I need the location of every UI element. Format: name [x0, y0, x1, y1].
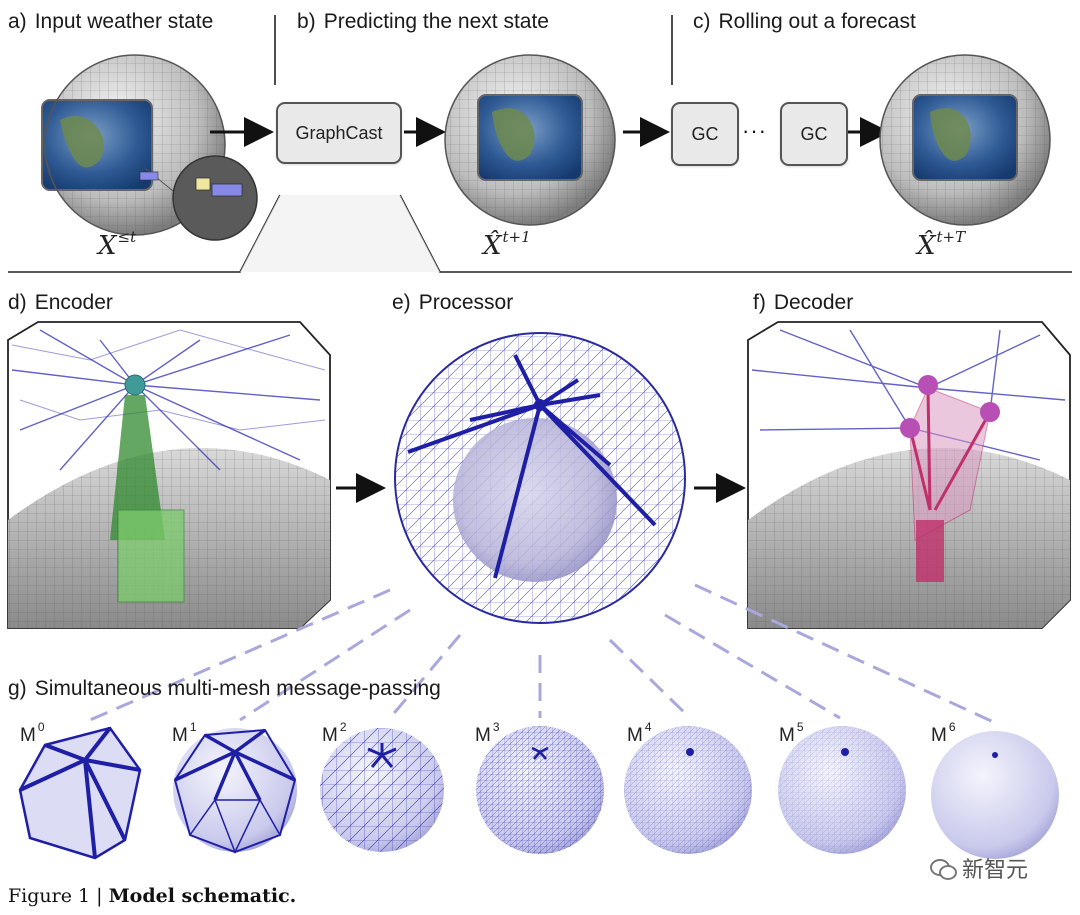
panel-g-title: g) Simultaneous multi-mesh message-passin…	[8, 677, 441, 701]
mesh-m3	[476, 726, 604, 854]
mesh-m1	[173, 728, 297, 854]
mesh-label-m4-base: M	[627, 725, 643, 746]
encoder-illustration	[7, 321, 331, 629]
mesh-m6	[931, 731, 1059, 859]
globe-forecast	[879, 54, 1051, 226]
mesh-label-m5-sup: 5	[796, 720, 804, 734]
next-state-label: X̂t+1	[483, 228, 531, 261]
panel-c-title: c) Rolling out a forecast	[693, 10, 916, 34]
caption-title: Model schematic.	[108, 885, 297, 907]
mesh-m5	[778, 726, 906, 854]
mesh-label-m0-base: M	[20, 725, 36, 746]
mesh-label-m2-sup: 2	[339, 720, 347, 734]
mesh-m4	[624, 726, 752, 854]
panel-f-title: f) Decoder	[753, 291, 853, 315]
watermark: 新智元	[930, 852, 1028, 884]
caption-prefix: Figure 1 |	[8, 885, 109, 907]
mesh-label-m0-sup: 0	[37, 720, 45, 734]
processor-illustration	[394, 332, 686, 624]
zoom-funnel	[240, 195, 440, 272]
mesh-label-m5-base: M	[779, 725, 795, 746]
panel-d-text: Encoder	[34, 291, 113, 314]
next-state-base: X̂	[483, 231, 502, 261]
mesh-m0	[18, 726, 142, 860]
panel-b-letter: b)	[297, 10, 316, 33]
panel-a-letter: a)	[8, 10, 27, 33]
next-state-sup: t+1	[502, 228, 531, 246]
gc-box-second: GC	[780, 102, 848, 166]
grid-inset	[139, 155, 258, 241]
panel-e-letter: e)	[392, 291, 411, 314]
mesh-label-m6-base: M	[931, 725, 947, 746]
mesh-label-m2-base: M	[322, 725, 338, 746]
globe-next-state	[444, 54, 616, 226]
mesh-label-m1-base: M	[172, 725, 188, 746]
input-state-sup: ≤t	[117, 228, 137, 246]
panel-f-letter: f)	[753, 291, 766, 314]
panel-d-letter: d)	[8, 291, 27, 314]
panel-d-title: d) Encoder	[8, 291, 113, 315]
mesh-connectors	[89, 583, 1001, 727]
panel-g-text: Simultaneous multi-mesh message-passing	[34, 677, 441, 700]
panel-a-text: Input weather state	[34, 10, 214, 33]
mesh-label-m4-sup: 4	[644, 720, 652, 734]
mesh-label-m1-sup: 1	[189, 720, 197, 734]
panel-b-title: b) Predicting the next state	[297, 10, 549, 34]
gc-box-first: GC	[671, 102, 739, 166]
mesh-label-m3-base: M	[475, 725, 491, 746]
panel-b-text: Predicting the next state	[323, 10, 549, 33]
decoder-illustration	[747, 321, 1071, 629]
forecast-state-sup: t+T	[936, 228, 966, 246]
rollout-ellipsis: ···	[742, 118, 767, 143]
wechat-icon	[930, 857, 957, 880]
input-state-label: X≤t	[98, 228, 136, 261]
panel-a-title: a) Input weather state	[8, 10, 213, 34]
graphcast-box: GraphCast	[276, 102, 402, 164]
mesh-label-m3-sup: 3	[492, 720, 500, 734]
panel-c-letter: c)	[693, 10, 711, 33]
panel-f-text: Decoder	[773, 291, 854, 314]
forecast-state-base: X̂	[917, 231, 936, 261]
panel-e-title: e) Processor	[392, 291, 513, 315]
input-state-base: X	[98, 231, 117, 261]
forecast-state-label: X̂t+T	[917, 228, 965, 261]
figure-caption: Figure 1 | Model schematic.	[8, 885, 296, 907]
watermark-text: 新智元	[962, 857, 1029, 882]
panel-c-text: Rolling out a forecast	[718, 10, 916, 33]
mesh-m2	[320, 728, 444, 852]
panel-g-letter: g)	[8, 677, 27, 700]
mesh-label-m6-sup: 6	[948, 720, 956, 734]
panel-e-text: Processor	[418, 291, 514, 314]
